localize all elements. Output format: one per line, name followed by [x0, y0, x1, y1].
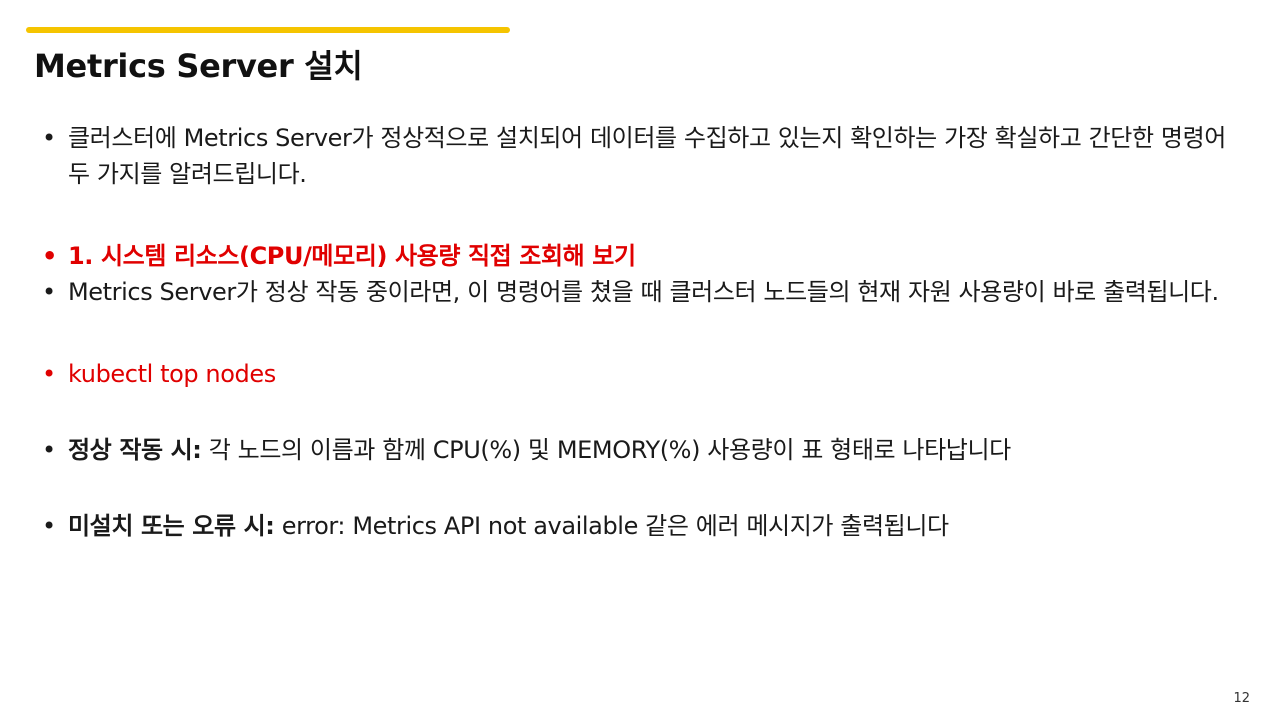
- error-case-label: 미설치 또는 오류 시:: [68, 512, 275, 540]
- slide-title: Metrics Server 설치: [34, 47, 363, 85]
- error-case-text: error: Metrics API not available 같은 에러 메…: [274, 512, 949, 540]
- normal-case-label: 정상 작동 시:: [68, 436, 202, 464]
- normal-case-text: 각 노드의 이름과 함께 CPU(%) 및 MEMORY(%) 사용량이 표 형…: [201, 436, 1011, 464]
- bullet-section1-description: Metrics Server가 정상 작동 중이라면, 이 명령어를 쳤을 때 …: [42, 274, 1242, 310]
- bullet-intro: 클러스터에 Metrics Server가 정상적으로 설치되어 데이터를 수집…: [42, 120, 1242, 192]
- bullet-error-case: 미설치 또는 오류 시: error: Metrics API not avai…: [42, 508, 1242, 544]
- bullet-normal-case: 정상 작동 시: 각 노드의 이름과 함께 CPU(%) 및 MEMORY(%)…: [42, 432, 1242, 468]
- bullet-section1-heading: 1. 시스템 리소스(CPU/메모리) 사용량 직접 조회해 보기: [42, 238, 1242, 274]
- bullet-list: 클러스터에 Metrics Server가 정상적으로 설치되어 데이터를 수집…: [42, 120, 1242, 544]
- bullet-command: kubectl top nodes: [42, 356, 1242, 392]
- title-accent-bar: [26, 27, 510, 33]
- page-number: 12: [1233, 691, 1250, 706]
